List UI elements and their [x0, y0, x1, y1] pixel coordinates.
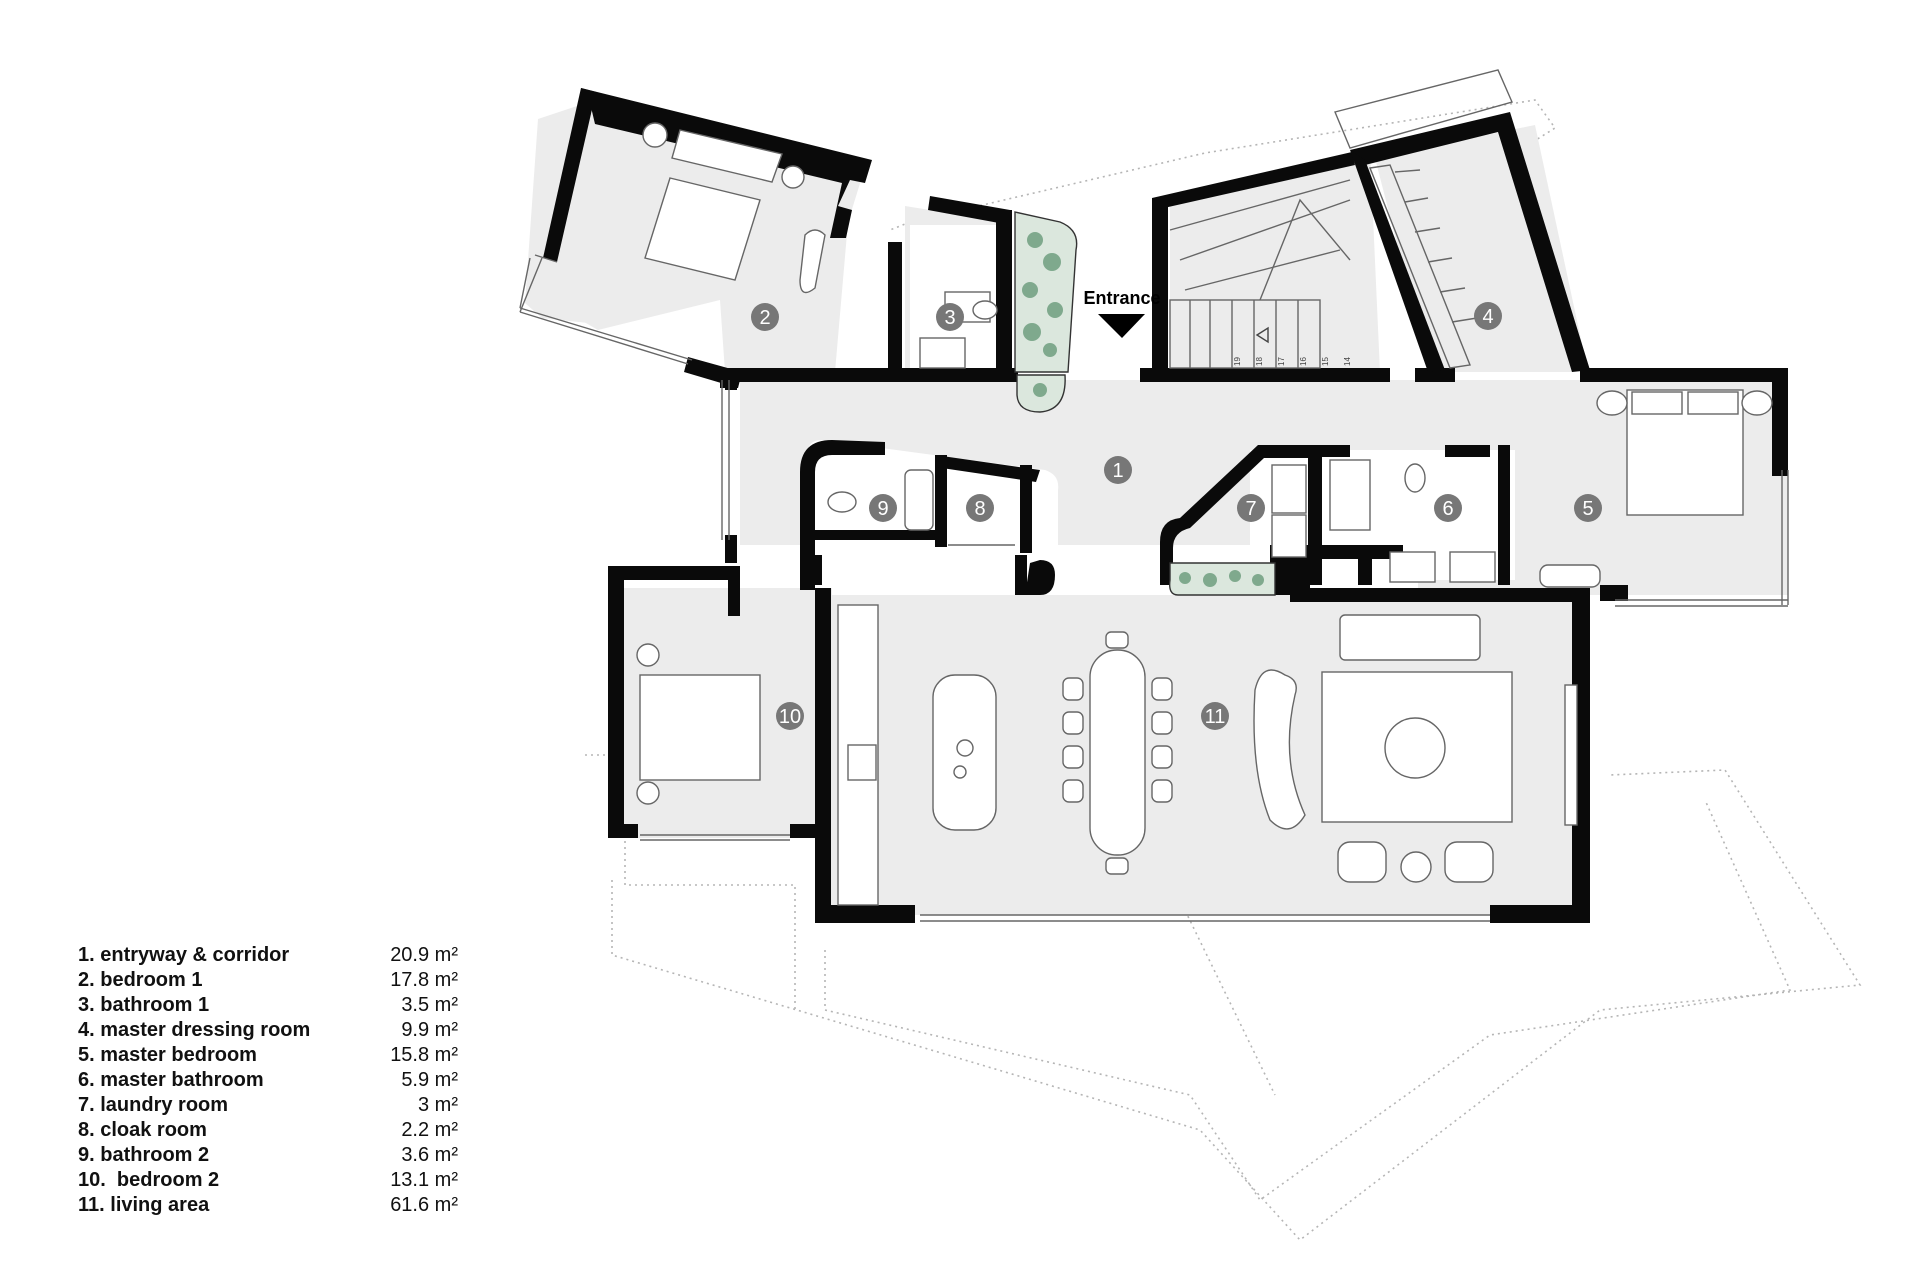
legend-room-name: 5. master bedroom: [78, 1044, 257, 1066]
legend-room-name: 4. master dressing room: [78, 1019, 311, 1041]
legend-room-name: 8. cloak room: [78, 1119, 207, 1141]
room-number-4: 4: [1474, 302, 1502, 330]
svg-text:4: 4: [1482, 306, 1493, 328]
legend-row: 11. living area 61.6 m²: [78, 1194, 458, 1219]
legend-room-area: 9.9 m²: [401, 1019, 458, 1041]
legend-room-area: 20.9 m²: [390, 944, 458, 966]
svg-text:6: 6: [1442, 498, 1453, 520]
room-number-9: 9: [869, 494, 897, 522]
svg-text:10: 10: [779, 706, 801, 728]
planters: [1014, 211, 1276, 596]
stair-number: 16: [1299, 357, 1308, 366]
svg-text:2: 2: [759, 307, 770, 329]
room-number-3: 3: [936, 303, 964, 331]
legend-row: 9. bathroom 2 3.6 m²: [78, 1144, 458, 1169]
legend-room-area: 3.6 m²: [401, 1144, 458, 1166]
legend-room-area: 17.8 m²: [390, 969, 458, 991]
legend-room-name: 7. laundry room: [78, 1094, 229, 1116]
legend-room-name: 9. bathroom 2: [78, 1144, 210, 1166]
legend-row: 5. master bedroom 15.8 m²: [78, 1044, 458, 1069]
legend-room-name: 2. bedroom 1: [78, 969, 203, 991]
room-legend: 1. entryway & corridor 20.9 m² 2. bedroom …: [78, 944, 458, 1219]
legend-row: 10. bedroom 2 13.1 m²: [78, 1169, 458, 1194]
legend-row: 3. bathroom 1 3.5 m²: [78, 994, 458, 1019]
legend-room-area: 13.1 m²: [390, 1169, 458, 1191]
svg-text:3: 3: [944, 307, 955, 329]
entrance-label: Entrance: [1083, 288, 1160, 308]
legend-room-area: 15.8 m²: [390, 1044, 458, 1066]
legend-room-name: 3. bathroom 1: [78, 994, 210, 1016]
room-number-5: 5: [1574, 494, 1602, 522]
room-number-10: 10: [776, 702, 804, 730]
legend-row: 4. master dressing room 9.9 m²: [78, 1019, 458, 1044]
svg-text:9: 9: [877, 498, 888, 520]
legend-row: 6. master bathroom 5.9 m²: [78, 1069, 458, 1094]
svg-text:7: 7: [1245, 498, 1256, 520]
stair-number: 14: [1343, 357, 1352, 366]
legend-row: 8. cloak room 2.2 m²: [78, 1119, 458, 1144]
legend-room-area: 5.9 m²: [401, 1069, 458, 1091]
room-number-2: 2: [751, 303, 779, 331]
legend-room-name: 1. entryway & corridor: [78, 944, 290, 966]
legend-row: 2. bedroom 1 17.8 m²: [78, 969, 458, 994]
windows: [519, 69, 1789, 922]
legend-room-name: 10. bedroom 2: [78, 1169, 220, 1191]
furniture: [636, 122, 1773, 906]
svg-text:1: 1: [1112, 460, 1123, 482]
legend-row: 1. entryway & corridor 20.9 m²: [78, 944, 458, 969]
legend-room-area: 2.2 m²: [401, 1119, 458, 1141]
room-number-1: 1: [1104, 456, 1132, 484]
legend-room-name: 6. master bathroom: [78, 1069, 264, 1091]
legend-room-area: 3.5 m²: [401, 994, 458, 1016]
svg-text:8: 8: [974, 498, 985, 520]
svg-text:5: 5: [1582, 498, 1593, 520]
room-number-6: 6: [1434, 494, 1462, 522]
stair-number: 17: [1277, 357, 1286, 366]
room-number-11: 11: [1201, 702, 1229, 730]
svg-text:11: 11: [1205, 706, 1226, 728]
stair-number: 15: [1321, 357, 1330, 366]
staircase: 19 18 17 16 15 14: [1169, 179, 1352, 369]
room-number-7: 7: [1237, 494, 1265, 522]
legend-room-area: 61.6 m²: [390, 1194, 458, 1216]
legend-row: 7. laundry room 3 m²: [78, 1094, 458, 1119]
legend-room-name: 11. living area: [78, 1194, 210, 1216]
legend-room-area: 3 m²: [418, 1094, 458, 1116]
room-markers: 1 2 3 4 5 6 7 8 9 10 11: [751, 302, 1602, 730]
entrance-marker: Entrance: [1083, 288, 1161, 338]
room-number-8: 8: [966, 494, 994, 522]
stair-number: 19: [1233, 357, 1242, 366]
site-outline: [585, 99, 1862, 1242]
stair-number: 18: [1255, 357, 1264, 366]
